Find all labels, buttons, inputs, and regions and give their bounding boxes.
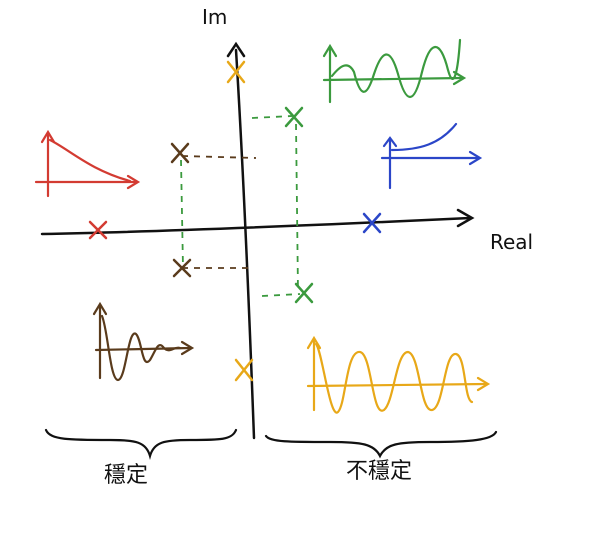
blue-response-sketch [380, 122, 483, 190]
unstable-region-label: 不穩定 [346, 459, 412, 484]
imaginary-axis-arrowhead [226, 41, 246, 58]
imaginary-axis-label: Im [202, 5, 227, 29]
brown-pole-upper [170, 142, 190, 164]
stable-region-label: 穩定 [104, 463, 148, 488]
green-dash-vertical-left [180, 159, 184, 269]
unstable-brace [264, 430, 498, 459]
green-pole-upper [284, 106, 304, 128]
real-axis-label: Real [490, 230, 533, 254]
red-response-sketch [34, 129, 141, 198]
blue-pole [362, 212, 382, 234]
yellow-response-sketch [306, 335, 491, 414]
stable-brace [44, 428, 238, 460]
green-dash-upper [251, 115, 293, 119]
brown-dash-upper [181, 155, 257, 159]
brown-pole-lower [172, 258, 192, 278]
real-axis [40, 216, 472, 236]
green-dash-lower [261, 293, 301, 297]
red-pole [88, 220, 108, 240]
yellow-pole-lower [234, 358, 254, 382]
green-dash-vertical-right [295, 123, 299, 293]
green-pole-lower [294, 282, 314, 304]
yellow-pole-upper [226, 60, 246, 84]
brown-response-sketch [92, 301, 195, 382]
green-response-sketch [322, 38, 467, 104]
imaginary-axis [234, 48, 256, 440]
real-axis-arrowhead [456, 208, 475, 228]
